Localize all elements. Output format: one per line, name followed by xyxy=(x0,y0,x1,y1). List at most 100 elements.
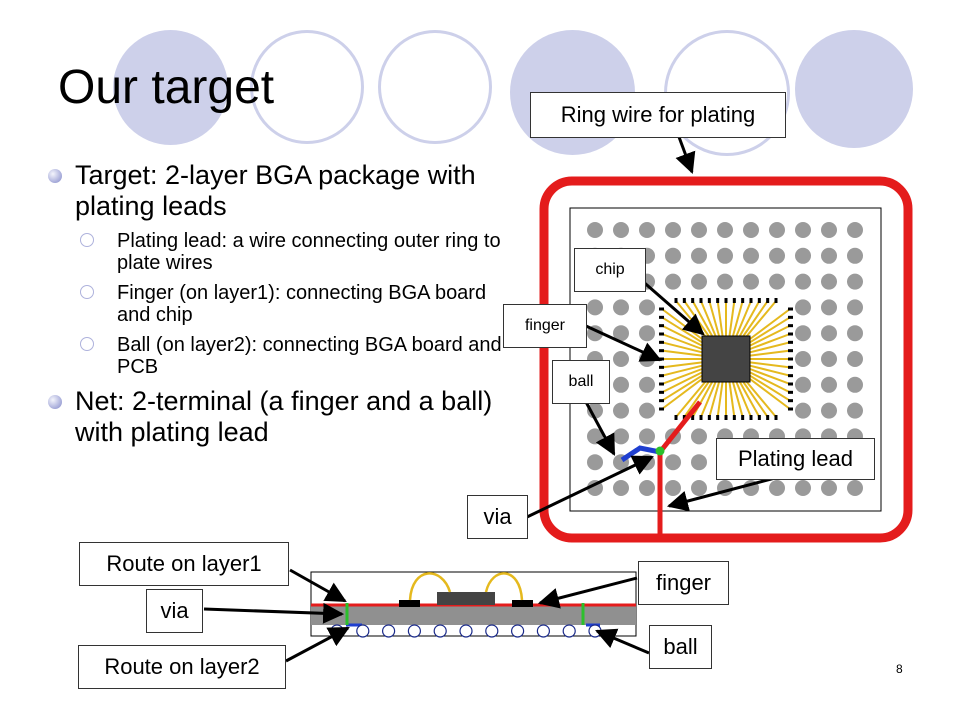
bond-finger xyxy=(749,361,791,369)
solder-ball xyxy=(717,247,733,264)
finger-pad xyxy=(788,332,793,336)
finger-pad xyxy=(788,374,793,378)
solder-ball xyxy=(639,376,655,393)
finger-pad xyxy=(788,407,793,411)
solder-ball xyxy=(821,247,837,264)
bond-finger xyxy=(749,324,791,347)
finger-pad xyxy=(732,298,736,303)
bond-finger xyxy=(683,380,711,418)
finger-pad xyxy=(691,415,695,420)
layer1-route xyxy=(658,400,702,454)
finger-pad xyxy=(659,315,664,319)
finger-pad xyxy=(699,415,703,420)
bond-finger xyxy=(749,316,791,344)
solder-ball xyxy=(691,428,707,445)
solder-ball xyxy=(821,402,837,419)
finger-pad xyxy=(659,382,664,386)
finger-pad xyxy=(774,415,778,420)
bond-finger xyxy=(749,349,791,357)
arrow-finger xyxy=(585,324,662,362)
bond-finger xyxy=(716,300,724,338)
bond-finger xyxy=(661,371,703,394)
bond-finger xyxy=(738,380,761,418)
finger-pad xyxy=(659,399,664,403)
sub-bullet-text: Finger (on layer1): connecting BGA board… xyxy=(117,282,487,326)
bond-finger xyxy=(675,380,707,418)
finger-pad xyxy=(788,399,793,403)
bond-finger xyxy=(735,300,752,338)
solder-ball xyxy=(847,402,863,419)
bond-finger xyxy=(741,380,769,418)
solder-ball xyxy=(743,247,759,264)
solder-ball-row xyxy=(330,624,602,638)
solder-ball xyxy=(821,299,837,316)
bond-finger xyxy=(661,368,703,385)
bullet-text: Target: 2-layer BGA package with plating… xyxy=(75,160,476,221)
arrow-ball-section xyxy=(595,628,650,655)
finger-pad xyxy=(741,298,745,303)
solder-ball xyxy=(795,299,811,316)
bullet-target: Target: 2-layer BGA package with plating… xyxy=(40,160,510,222)
page-number: 8 xyxy=(896,662,903,676)
solder-ball xyxy=(743,222,759,238)
finger-pad xyxy=(749,298,753,303)
finger-pad xyxy=(788,307,793,311)
solder-ball xyxy=(665,454,681,471)
finger-pad xyxy=(749,415,753,420)
finger-pad xyxy=(682,415,686,420)
finger-pad xyxy=(659,324,664,328)
bond-finger xyxy=(745,380,777,418)
finger-pad xyxy=(724,298,728,303)
solder-ball-section xyxy=(407,624,421,638)
finger-pad xyxy=(691,298,695,303)
solder-ball xyxy=(847,376,863,393)
finger-pad xyxy=(788,315,793,319)
solder-ball xyxy=(847,351,863,367)
solder-ball xyxy=(639,402,655,419)
bond-finger xyxy=(661,361,703,369)
solder-ball xyxy=(847,222,863,238)
finger-pad xyxy=(788,382,793,386)
solder-ball xyxy=(821,480,837,496)
solder-ball xyxy=(613,402,629,419)
finger-pad xyxy=(707,415,711,420)
finger-pad xyxy=(766,298,770,303)
finger-pad xyxy=(659,407,664,411)
solder-ball xyxy=(847,247,863,264)
finger-pad xyxy=(716,298,720,303)
bond-finger xyxy=(735,380,752,418)
solder-ball xyxy=(691,480,707,496)
solder-ball xyxy=(795,351,811,367)
decor-circle xyxy=(250,30,364,144)
bond-finger xyxy=(661,364,703,377)
solder-ball xyxy=(639,325,655,342)
finger-pad xyxy=(659,307,664,311)
page-title: Our target xyxy=(58,61,275,114)
solder-ball xyxy=(587,299,603,316)
arrow-via-section xyxy=(203,602,345,624)
bullet-icon xyxy=(48,169,62,183)
solder-ball xyxy=(769,273,785,290)
bond-finger xyxy=(661,341,703,354)
decor-circle xyxy=(378,30,492,144)
finger-pad xyxy=(659,332,664,336)
solder-ball xyxy=(613,376,629,393)
finger-pad xyxy=(674,298,678,303)
solder-ball xyxy=(587,402,603,419)
bond-wire-left xyxy=(408,572,452,601)
plating-ring-wire xyxy=(539,176,913,543)
solder-ball xyxy=(613,299,629,316)
sub-bullet-ball: Ball (on layer2): connecting BGA board a… xyxy=(75,334,510,378)
label-via-top: via xyxy=(467,495,528,539)
arrow-ball xyxy=(584,401,616,456)
solder-ball xyxy=(639,222,655,238)
label-ball: ball xyxy=(552,360,610,404)
solder-ball xyxy=(769,247,785,264)
bga-substrate xyxy=(311,605,636,625)
solder-ball xyxy=(717,273,733,290)
solder-ball xyxy=(691,273,707,290)
solder-ball xyxy=(613,480,629,496)
solder-ball xyxy=(847,325,863,342)
solder-ball xyxy=(847,480,863,496)
sub-bullet-icon xyxy=(80,233,94,247)
